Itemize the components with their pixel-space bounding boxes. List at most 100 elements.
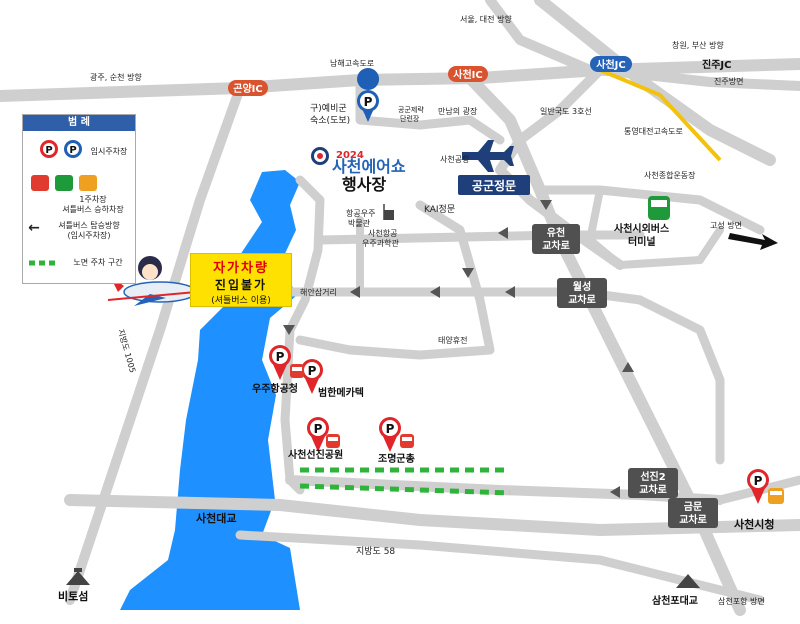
label-airport: 사천공항	[440, 154, 470, 164]
svg-text:P: P	[45, 145, 52, 156]
parking-pin-cityhall: P	[747, 469, 769, 504]
label-kasa: 우주항공청	[252, 382, 298, 395]
label-sacheon-bridge: 사천대교	[196, 511, 236, 525]
label-airforce-1: 공군제략	[398, 106, 424, 114]
tongyeong-expressway	[534, 0, 776, 166]
label-namhae: 남해고속도로	[330, 58, 374, 68]
p-glyph: P	[276, 350, 285, 364]
event-access-road	[280, 175, 325, 495]
event-marker	[311, 147, 329, 165]
wolseong-label-2: 교차로	[568, 293, 596, 306]
legend-title: 범 례	[23, 115, 135, 131]
arrow-left-4	[350, 286, 360, 298]
yellow-highway	[599, 68, 722, 162]
terminal-road	[535, 185, 765, 235]
arrow-down-3	[540, 200, 552, 210]
sacheon-ic-badge: 사천IC	[448, 66, 488, 82]
arrow-down-1	[462, 268, 474, 278]
label-bitoseom: 비토섬	[58, 589, 88, 603]
bus-icon-cityhall	[768, 488, 784, 504]
street-parking-2	[299, 483, 511, 496]
wolseong-label-1: 월성	[573, 280, 591, 293]
geumbun-label-1: 금문	[684, 501, 702, 513]
label-airforce-2: 단련장	[400, 114, 420, 123]
legend-row-street: 노면 주차 구간	[23, 255, 135, 271]
parking-pin-old-school: P	[357, 68, 380, 122]
seonjin2-badge: 선진2 교차로	[628, 468, 678, 498]
map-labels: 서울, 대전 방향 창원, 부산 방향 진주방면 광주, 순천 방향 남해고속도…	[58, 14, 774, 607]
label-jinju: 진주방면	[714, 76, 743, 86]
taeyang-road	[295, 200, 495, 360]
gonyang-road	[65, 83, 245, 605]
label-event-sub: 행사장	[342, 175, 386, 194]
geumbun-label-2: 교차로	[679, 513, 707, 526]
label-jibang58: 지방도 58	[356, 546, 395, 557]
sacheon-bridge-road	[64, 494, 800, 536]
label-samcheonpo-bridge: 삼천포대교	[652, 594, 698, 607]
bus-icons	[290, 196, 784, 504]
label-seonjin-park: 사천선진공원	[288, 448, 343, 461]
terminal-loop	[586, 186, 724, 269]
yucheon-label-1: 유천	[547, 226, 565, 239]
yucheon-label-2: 교차로	[542, 239, 570, 252]
seonjin2-label-2: 교차로	[639, 483, 667, 496]
legend-street-parking-icon	[29, 260, 59, 266]
island-icon	[66, 568, 90, 585]
label-cityhall: 사천시청	[734, 517, 774, 531]
label-samcheonpo-dir: 삼천포항 방면	[718, 596, 765, 606]
label-changwon: 창원, 부산 방향	[672, 40, 724, 50]
legend-direction-label: 셔틀버스 탑승방향(임시주차장)	[58, 221, 120, 240]
gonyang-ic-badge: 곤양IC	[228, 80, 268, 96]
direction-arrows	[283, 200, 634, 498]
label-old-school-2: 숙소(도보)	[310, 115, 350, 126]
east-road	[635, 295, 725, 465]
notice-line-1: 자가차량	[213, 261, 269, 276]
p-glyph: P	[364, 95, 373, 109]
sacheon-ic-label: 사천IC	[453, 68, 482, 81]
parking-pin-jomyeong: P	[379, 417, 401, 452]
jibang58-road	[235, 530, 765, 605]
label-jinju-jc: 진주JC	[702, 58, 731, 71]
legend-parking-label: 임시주차장	[90, 147, 128, 156]
legend-arrow-icon: ←	[28, 220, 40, 236]
main-gate-label: 공군정문	[472, 178, 516, 193]
arrow-left-1	[498, 227, 508, 239]
arrow-left-5	[610, 486, 620, 498]
label-jomyeong: 조명군총	[378, 452, 415, 465]
parking-pin-beomhan: P	[301, 359, 323, 394]
p-glyph: P	[314, 422, 323, 436]
parking-pin-kasa: P	[269, 345, 291, 380]
south-road	[285, 475, 725, 505]
bus-icon-seonjin	[326, 434, 340, 448]
label-event-year: 2024	[336, 150, 364, 161]
svg-text:P: P	[69, 145, 76, 156]
label-sports: 사천종합운동장	[644, 170, 696, 180]
bridge-landmark-icon	[676, 574, 700, 588]
bus-icon-jomyeong	[400, 434, 414, 448]
seonjin2-label-1: 선진2	[640, 470, 665, 483]
sacheon-jc-label: 사천JC	[596, 58, 625, 71]
legend-bus-icons	[31, 175, 97, 191]
label-science-1: 사천항공	[368, 228, 397, 238]
legend-parking-pins-icon: P P	[40, 140, 82, 158]
goseong-arrow	[728, 233, 778, 250]
parking-pin-seonjin: P	[307, 417, 329, 452]
label-square: 만남의 광장	[438, 106, 478, 116]
legend-row-direction: ← 셔틀버스 탑승방향(임시주차장)	[23, 219, 135, 245]
arrow-down-2	[283, 325, 295, 335]
bus-icon-kasa	[290, 364, 304, 378]
label-museum-1: 항공우주	[346, 209, 375, 218]
p-glyph: P	[386, 422, 395, 436]
legend-row-parking: P P 임시주차장	[23, 137, 135, 165]
notice-line-2: 진입불가	[214, 278, 268, 292]
label-kai: KAI정문	[424, 204, 455, 215]
label-event-title: 사천에어쇼	[332, 157, 406, 176]
label-daejeon: 서울, 대전 방향	[460, 14, 512, 24]
label-museum-2: 박물관	[348, 218, 371, 228]
